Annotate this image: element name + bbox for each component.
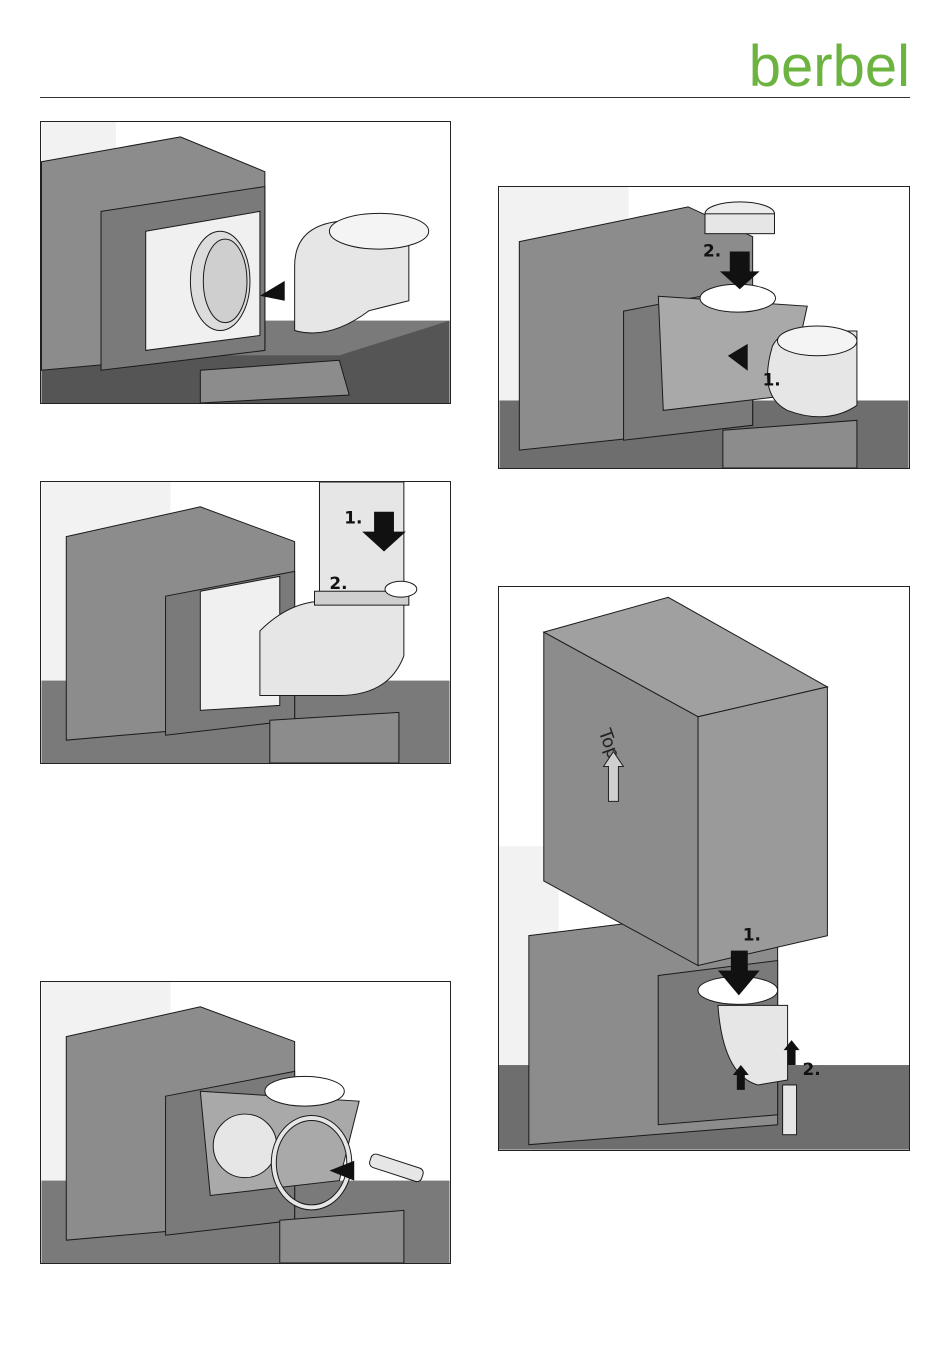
figure-label-d-2: 2.	[803, 1059, 821, 1079]
figure-label-c-1: 1.	[344, 508, 362, 528]
berbel-logo: berbel	[749, 38, 910, 96]
header-rule	[40, 97, 910, 98]
figure-label-b-2: 2.	[703, 241, 721, 261]
illustration-cover-install: Top 1. 2.	[499, 587, 909, 1150]
illustration-elbow-attach	[41, 122, 450, 403]
illustration-ring-mount	[41, 982, 450, 1263]
illustration-duct-tape: 1. 2.	[41, 482, 450, 763]
figure-duct-tape: 1. 2.	[40, 481, 451, 764]
figure-cover-install: Top 1. 2.	[498, 586, 910, 1151]
figure-label-b-1: 1.	[763, 370, 781, 390]
figure-elbow-attach	[40, 121, 451, 404]
figure-ring-mount	[40, 981, 451, 1264]
figure-label-d-1: 1.	[743, 925, 761, 945]
illustration-bracket-ducts: 2. 1.	[499, 187, 909, 468]
figure-label-c-2: 2.	[329, 573, 347, 593]
figure-bracket-ducts: 2. 1.	[498, 186, 910, 469]
